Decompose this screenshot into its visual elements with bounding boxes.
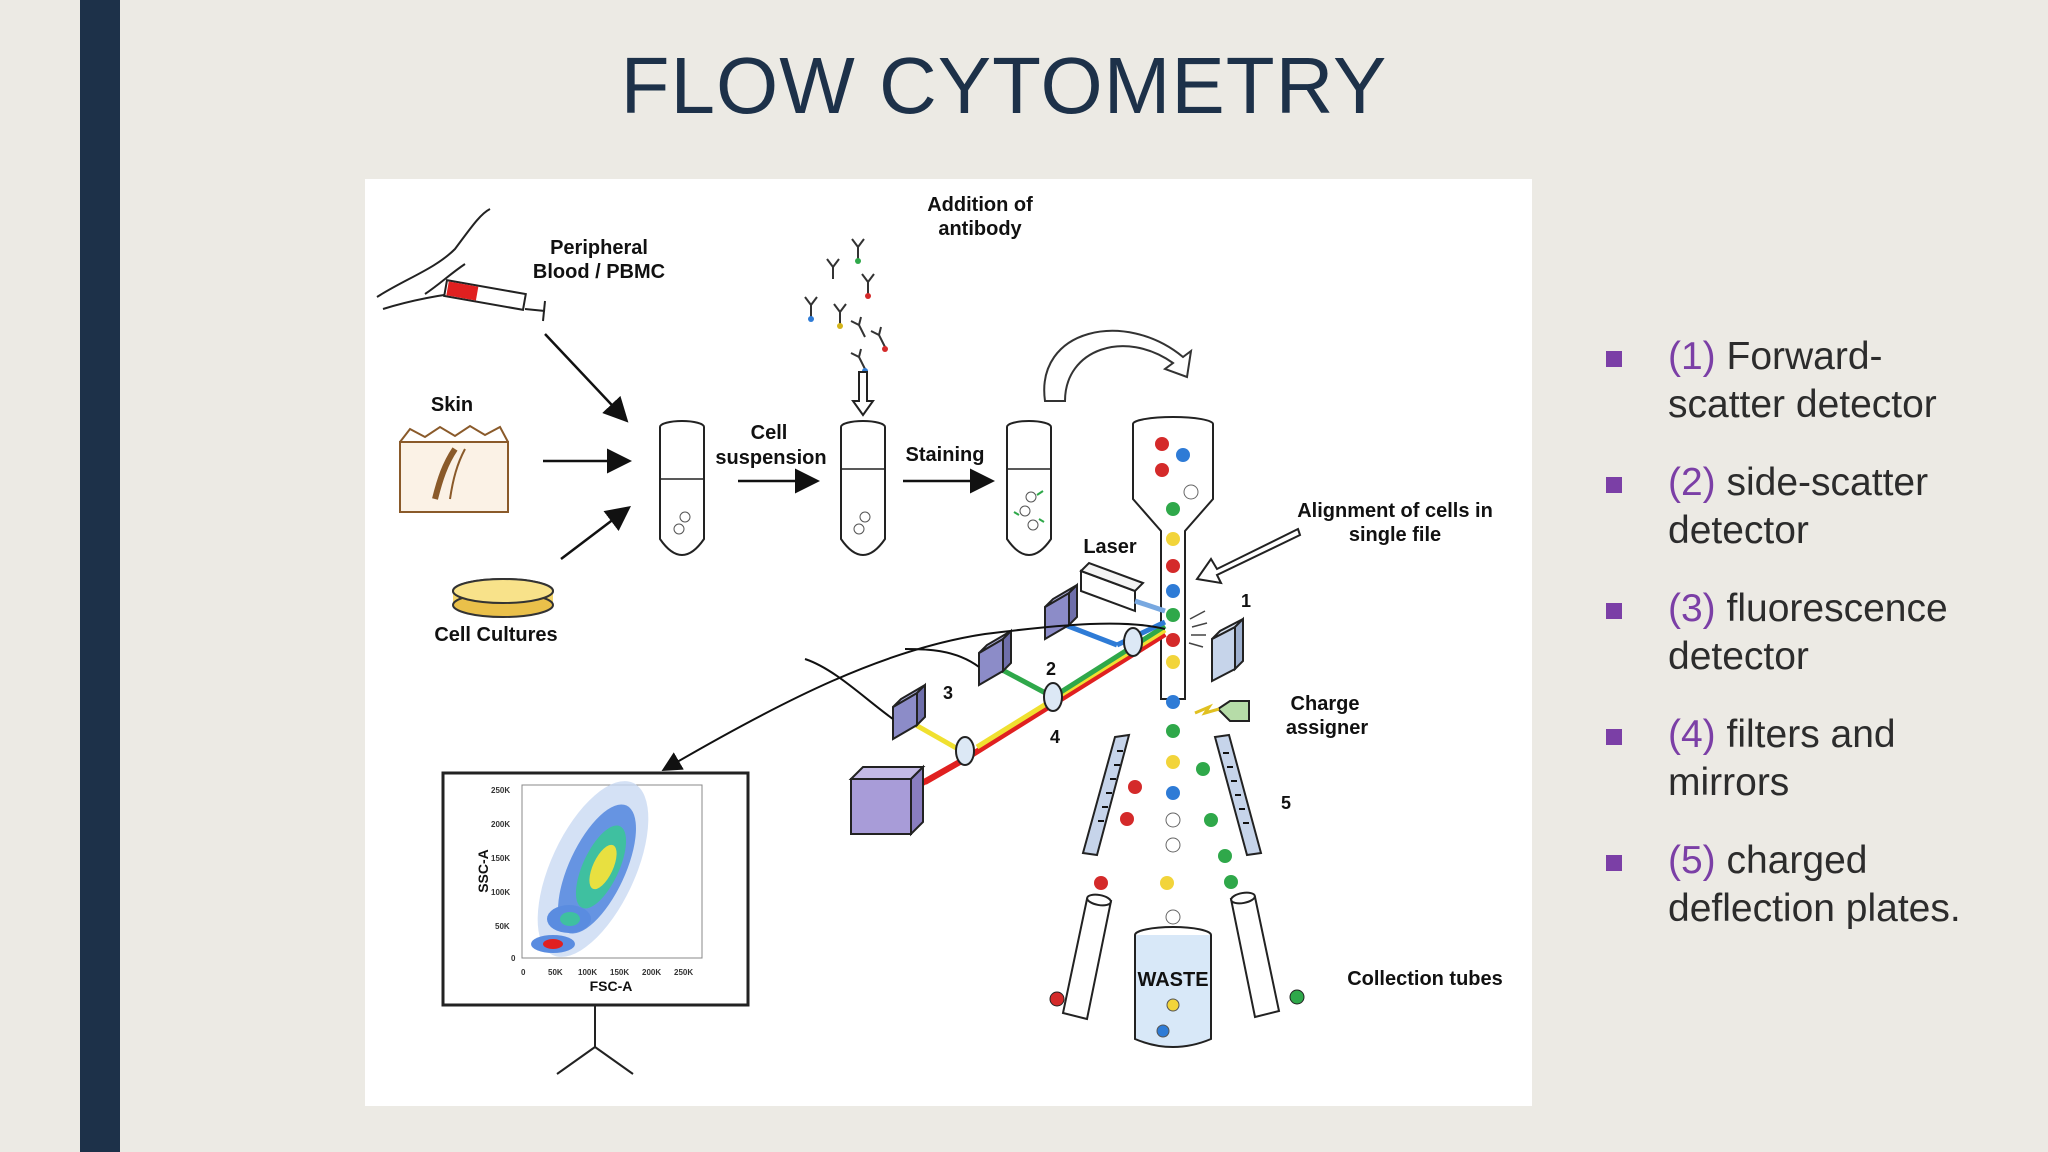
label-alignment-line1: Alignment of cells in — [1297, 500, 1493, 522]
plot-ytick: 250K — [491, 786, 510, 795]
optical-paths — [883, 618, 1167, 807]
label-staining: Staining — [906, 444, 985, 466]
bullet-square-icon — [1606, 855, 1622, 871]
antibody-illustration — [804, 238, 886, 370]
cells-in-flow — [1094, 437, 1238, 925]
bullet-item: (1) Forward-scatter detector — [1602, 333, 2042, 429]
label-cell-suspension-line2: suspension — [715, 447, 826, 469]
cell-culture-dish — [452, 578, 554, 618]
deflection-plate-positive — [1213, 733, 1263, 857]
label-num-5: 5 — [1281, 793, 1291, 813]
antibody-tags — [808, 258, 888, 374]
sample-tube-1 — [659, 420, 705, 556]
label-alignment-line2: single file — [1349, 524, 1441, 546]
plot-xtick: 0 — [521, 968, 526, 977]
plot-xtick: 250K — [674, 968, 693, 977]
side-detectors — [848, 582, 1078, 837]
plot-xtick: 100K — [578, 968, 597, 977]
plot-ytick: 150K — [491, 854, 510, 863]
label-skin: Skin — [431, 394, 473, 416]
label-waste: WASTE — [1137, 969, 1208, 991]
down-arrow-icon — [851, 371, 875, 417]
label-cell-suspension-line1: Cell — [751, 422, 788, 444]
label-collection-tubes: Collection tubes — [1347, 968, 1503, 990]
label-num-4: 4 — [1050, 727, 1060, 747]
label-charge-assigner-line2: assigner — [1286, 717, 1368, 739]
collection-tube-right — [1229, 891, 1305, 1019]
bullet-square-icon — [1606, 603, 1622, 619]
label-peripheral-blood-line1: Peripheral — [550, 237, 648, 259]
arm-syringe-illustration — [376, 208, 546, 322]
bullet-square-icon — [1606, 729, 1622, 745]
label-addition-of-antibody-line2: antibody — [938, 218, 1022, 240]
plot-xtick: 150K — [610, 968, 629, 977]
label-num-1: 1 — [1241, 591, 1251, 611]
label-laser: Laser — [1083, 536, 1137, 558]
bullet-square-icon — [1606, 351, 1622, 367]
curved-arrow-icon — [1043, 329, 1193, 402]
skin-illustration — [399, 424, 509, 513]
alignment-arrow — [1195, 527, 1302, 585]
plot-xlabel: FSC-A — [590, 978, 633, 994]
bullet-square-icon — [1606, 477, 1622, 493]
collection-tube-left — [1049, 893, 1113, 1021]
plot-ylabel: SSC-A — [475, 849, 491, 893]
plot-ytick: 50K — [495, 922, 510, 931]
plot-xtick: 50K — [548, 968, 563, 977]
slide-title: FLOW CYTOMETRY — [620, 41, 1388, 130]
plot-ytick: 100K — [491, 888, 510, 897]
label-peripheral-blood-line2: Blood / PBMC — [533, 261, 665, 283]
plot-ytick: 200K — [491, 820, 510, 829]
plot-xtick: 200K — [642, 968, 661, 977]
label-num-2: 2 — [1046, 659, 1056, 679]
plot-ytick: 0 — [511, 954, 516, 963]
sample-tube-2 — [840, 420, 886, 556]
charge-assigner — [1194, 700, 1250, 722]
flow-cytometry-diagram: Peripheral Blood / PBMC Skin Cell Cultur… — [365, 179, 1532, 1106]
deflection-plate-negative — [1081, 733, 1131, 857]
label-num-3: 3 — [943, 683, 953, 703]
accent-side-bar — [80, 0, 120, 1152]
filters-mirrors — [955, 627, 1143, 766]
label-addition-of-antibody-line1: Addition of — [927, 194, 1033, 216]
bullet-list: (1) Forward-scatter detector (2) side-sc… — [1602, 333, 2042, 963]
laser-source — [1079, 561, 1166, 614]
label-cell-cultures: Cell Cultures — [434, 624, 557, 646]
waste-container — [1134, 926, 1212, 1048]
detector-1 — [1188, 610, 1244, 683]
label-charge-assigner-line1: Charge — [1291, 693, 1360, 715]
plot-monitor — [441, 771, 750, 1075]
signal-wire — [661, 622, 1166, 772]
sample-tube-3 — [1006, 420, 1052, 556]
